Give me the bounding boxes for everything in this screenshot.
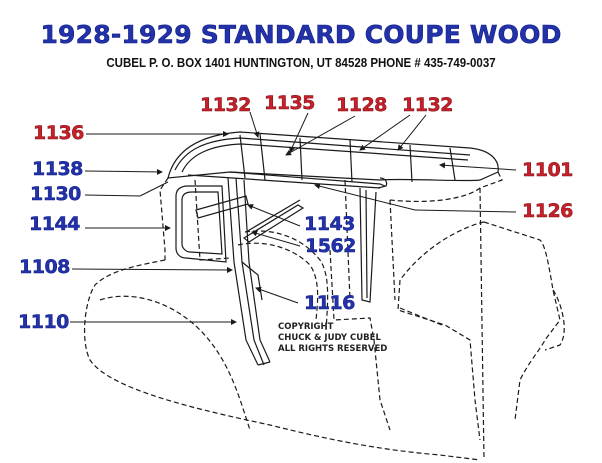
copyright-notice: COPYRIGHT CHUCK & JUDY CUBEL ALL RIGHTS … [278, 322, 387, 355]
part-label-1128: 1128 [336, 94, 388, 116]
part-label-1562: 1562 [305, 235, 357, 257]
copyright-line-1: COPYRIGHT [278, 322, 334, 332]
part-label-1138: 1138 [32, 158, 84, 180]
copyright-line-3: ALL RIGHTS RESERVED [278, 344, 388, 354]
contact-info: CUBEL P. O. BOX 1401 HUNTINGTON, UT 8452… [106, 56, 496, 70]
b-pillar [359, 187, 377, 303]
a-pillar [227, 177, 271, 366]
part-label-1108: 1108 [19, 256, 71, 278]
part-label-1132-left: 1132 [200, 94, 252, 116]
part-label-1143: 1143 [304, 213, 356, 235]
copyright-line-2: CHUCK & JUDY CUBEL [278, 333, 381, 343]
rear-body-outline [389, 171, 565, 461]
part-label-1144: 1144 [29, 213, 81, 235]
diagram-title: 1928-1929 STANDARD COUPE WOOD [40, 20, 562, 50]
part-label-1126: 1126 [522, 200, 574, 222]
front-body-outline [84, 177, 481, 461]
part-label-1116: 1116 [304, 292, 356, 314]
part-label-1136: 1136 [33, 122, 85, 144]
part-label-1101: 1101 [522, 159, 574, 181]
part-label-1132-right: 1132 [402, 94, 454, 116]
part-label-1110: 1110 [18, 311, 70, 333]
part-label-1135: 1135 [264, 92, 316, 114]
roof-frame [167, 131, 499, 189]
part-label-1130: 1130 [30, 183, 82, 205]
leader-lines [70, 111, 517, 325]
